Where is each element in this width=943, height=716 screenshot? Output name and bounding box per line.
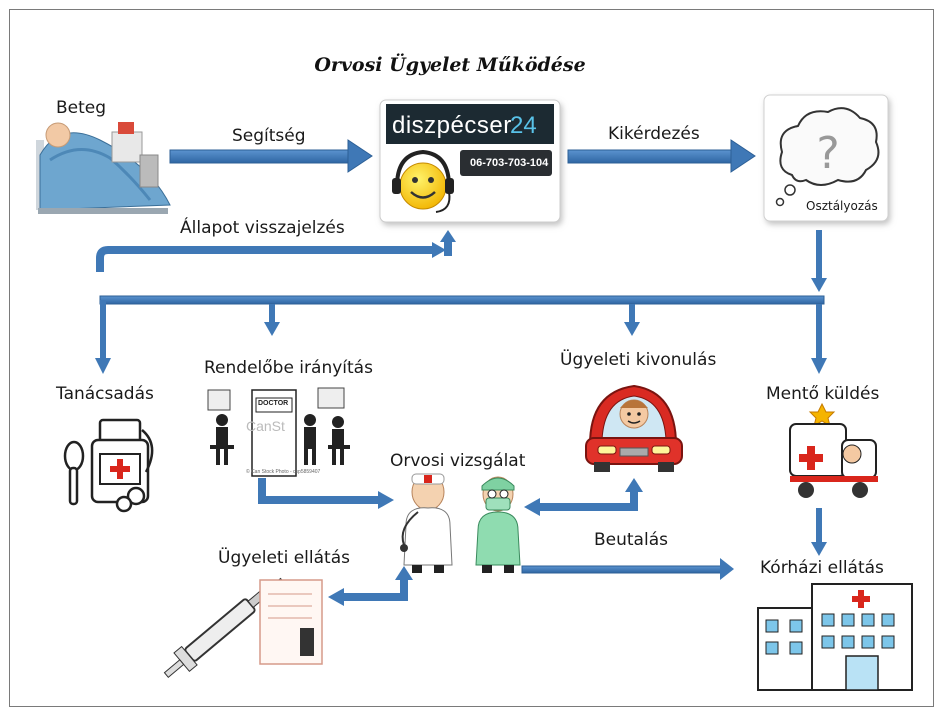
hospital-illustration bbox=[757, 583, 913, 691]
svg-text:?: ? bbox=[816, 128, 839, 179]
ambulance-illustration bbox=[789, 402, 878, 498]
label-allapot: Állapot visszajelzés bbox=[180, 218, 345, 238]
car-driver-illustration bbox=[585, 384, 683, 472]
label-osztalyozas: Osztályozás bbox=[806, 199, 878, 213]
arrow-allapot bbox=[96, 230, 456, 272]
label-mento: Mentő küldés bbox=[766, 384, 880, 404]
arrow-beutalas bbox=[521, 558, 734, 580]
watermark-text: CanSt bbox=[246, 418, 285, 434]
brand-name: diszpécser bbox=[392, 112, 512, 139]
doctor-sign: DOCTOR bbox=[258, 400, 289, 407]
arrow-kikerdezes bbox=[567, 139, 756, 173]
arrow-segitseg bbox=[169, 139, 373, 173]
label-segitseg: Segítség bbox=[232, 126, 306, 146]
label-rendelobe: Rendelőbe irányítás bbox=[204, 358, 373, 378]
label-beutalas: Beutalás bbox=[594, 530, 668, 550]
question-cloud-icon: ? bbox=[775, 107, 880, 207]
arrow-kivonulas-vizsgalat bbox=[524, 478, 643, 516]
arrow-mento-korhazi bbox=[811, 508, 827, 556]
label-tanacsadas: Tanácsadás bbox=[56, 384, 154, 404]
label-beteg: Beteg bbox=[56, 98, 107, 118]
patient-bed-illustration bbox=[36, 122, 171, 214]
label-korhazi: Kórházi ellátás bbox=[760, 558, 884, 578]
medicine-bottle-icon bbox=[63, 418, 154, 513]
distribution-bar bbox=[95, 295, 827, 374]
label-kikerdezes: Kikérdezés bbox=[608, 124, 700, 144]
arrow-osztalyozas-down bbox=[811, 230, 827, 292]
diagram-title: Orvosi Ügyelet Működése bbox=[314, 54, 586, 76]
arrow-rendelo-vizsgalat bbox=[258, 478, 394, 509]
label-vizsgalat: Orvosi vizsgálat bbox=[390, 451, 526, 471]
phone-number: 06-703-703-104 bbox=[470, 157, 549, 169]
brand-number: 24 bbox=[510, 112, 537, 139]
dispatcher-brand: diszpécser 24 bbox=[388, 108, 552, 142]
surgeon-illustration bbox=[475, 476, 521, 573]
prescription-icon bbox=[259, 579, 323, 665]
waiting-room-illustration bbox=[207, 387, 350, 477]
arrow-vizsgalat-ellatas bbox=[328, 566, 413, 606]
label-kivonulas: Ügyeleti kivonulás bbox=[560, 350, 717, 370]
label-ellatas: Ügyeleti ellátás bbox=[218, 548, 350, 568]
stock-caption: © Can Stock Photo - csp5859407 bbox=[246, 469, 321, 475]
diagram-border bbox=[9, 9, 934, 707]
doctor-illustration bbox=[400, 473, 453, 573]
headset-smiley-icon bbox=[392, 149, 454, 213]
